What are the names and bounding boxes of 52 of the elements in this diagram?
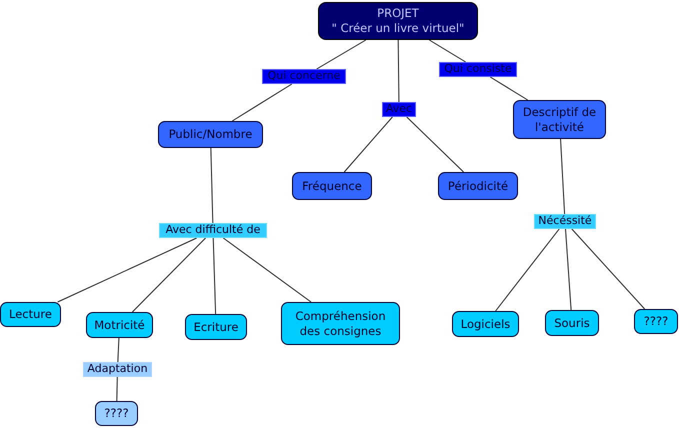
connector-line — [117, 338, 120, 362]
concept-label: Ecriture — [194, 320, 238, 334]
linking-phrase: Qui consiste — [444, 62, 512, 77]
connector-line — [316, 40, 366, 70]
concept-box — [452, 311, 519, 337]
concept-box — [0, 302, 61, 327]
project-title: PROJET — [377, 6, 419, 21]
connector-line — [222, 238, 312, 302]
concept-box — [86, 312, 153, 338]
concept-box — [281, 302, 400, 345]
concept-label: Descriptif de l'activité — [522, 104, 598, 134]
concept-label: Périodicité — [448, 178, 508, 194]
concept-box — [634, 309, 678, 334]
concept-box — [438, 172, 518, 200]
linking-phrase: Avec — [386, 102, 412, 117]
linking-phrase: Nécéssité — [538, 214, 592, 229]
connector-line — [406, 116, 464, 172]
connector-line — [495, 228, 560, 312]
concept-label: ???? — [104, 406, 129, 421]
concept-label: Fréquence — [302, 178, 362, 194]
linking-phrase: Avec difficulté de — [166, 223, 260, 238]
connector-line — [490, 76, 528, 100]
connector-line — [116, 376, 118, 402]
connector-line — [232, 84, 292, 122]
connector-line — [210, 148, 214, 224]
connector-line — [212, 238, 216, 314]
concept-label: Souris — [554, 316, 590, 330]
connector-line — [428, 40, 466, 62]
concept-box — [513, 100, 606, 139]
concept-label: Lecture — [9, 307, 52, 322]
concept-label: Motricité — [94, 318, 145, 332]
connector-line — [565, 228, 572, 310]
concept-box — [185, 314, 247, 340]
project-box — [318, 2, 478, 40]
connector-line — [398, 40, 400, 102]
concept-box — [158, 121, 263, 148]
concept-box — [292, 172, 372, 200]
linking-phrase: Adaptation — [87, 362, 148, 377]
linking-phrase: Qui concerne — [268, 69, 340, 84]
connector-line — [344, 116, 393, 172]
linking-phrase-box — [382, 102, 416, 117]
concept-label: Logiciels — [460, 316, 510, 332]
project-title: " Créer un livre virtuel" — [332, 21, 464, 36]
concept-box — [545, 310, 599, 336]
connector-line — [571, 228, 646, 310]
connector-line — [132, 238, 206, 312]
connector-line — [57, 238, 198, 302]
concept-label: ???? — [644, 314, 668, 329]
concept-label: Compréhension des consignes — [294, 308, 387, 338]
concept-box — [95, 401, 138, 426]
connector-line — [560, 138, 566, 214]
concept-label: Public/Nombre — [168, 127, 252, 142]
